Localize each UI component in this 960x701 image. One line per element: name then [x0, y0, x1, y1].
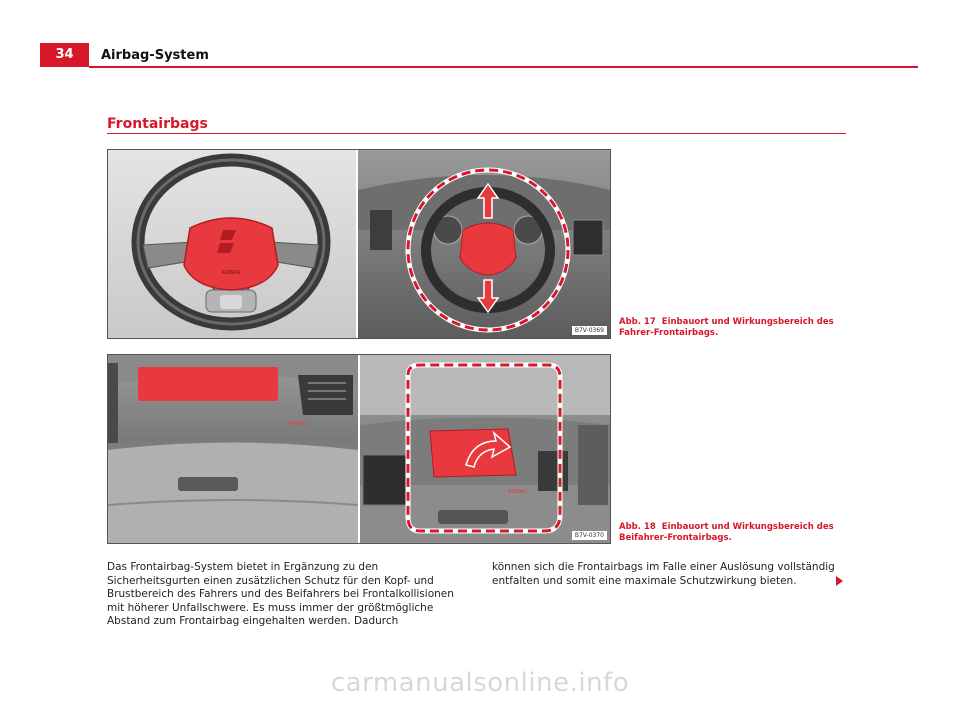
driver-airbag-illustration: AIRBAG	[108, 150, 610, 338]
svg-text:AIRBAG: AIRBAG	[508, 489, 527, 495]
watermark: carmanualsonline.info	[330, 668, 630, 698]
passenger-airbag-illustration: AIRBAG AIRBAG	[108, 355, 610, 543]
svg-text:AIRBAG: AIRBAG	[221, 270, 240, 276]
caption-label: Abb. 18	[619, 522, 656, 532]
caption-text: Einbauort und Wirkungsbereich des Beifah…	[619, 522, 834, 543]
figure-code: B7V-0369	[571, 326, 607, 335]
svg-text:AIRBAG: AIRBAG	[288, 421, 307, 427]
continue-arrow-icon	[836, 576, 843, 586]
figure-driver-airbag: AIRBAG B7V-0369	[107, 149, 611, 339]
page-header-title: Airbag-System	[101, 48, 209, 63]
section-divider	[107, 133, 846, 134]
figure-code: B7V-0370	[571, 531, 607, 540]
section-title: Frontairbags	[107, 116, 208, 132]
figure-passenger-airbag: AIRBAG AIRBAG B7V-0370	[107, 354, 611, 544]
body-text-column-2: können sich die Frontairbags im Falle ei…	[492, 561, 835, 587]
header-divider	[89, 66, 918, 68]
body-text-column-1: Das Frontairbag-System bietet in Ergänzu…	[107, 561, 454, 627]
caption-text: Einbauort und Wirkungsbereich des Fahrer…	[619, 317, 834, 338]
page-number: 34	[40, 43, 89, 67]
caption-label: Abb. 17	[619, 317, 656, 327]
